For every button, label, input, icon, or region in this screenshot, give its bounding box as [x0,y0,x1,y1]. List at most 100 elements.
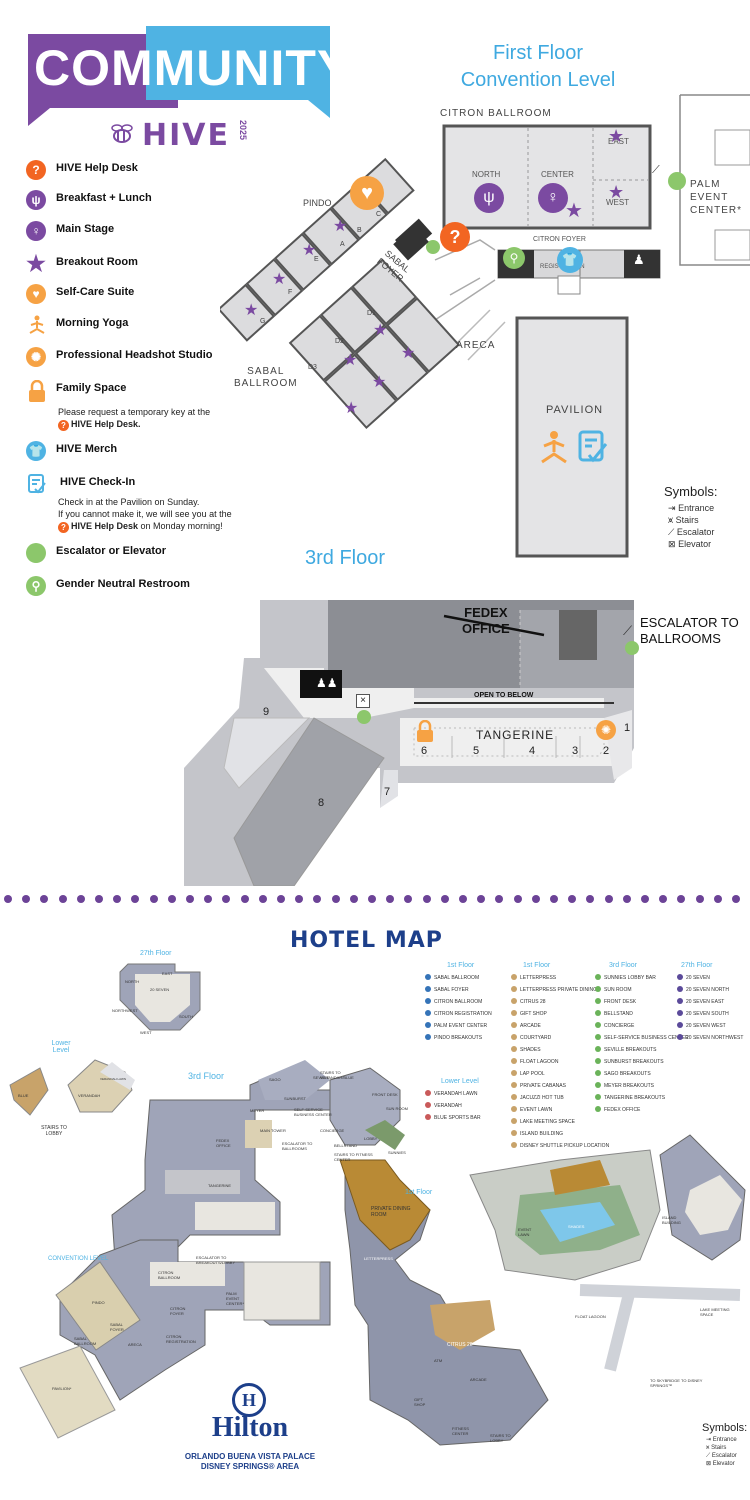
hive-year: 2025 [238,120,248,141]
directory-item-label: SAGO BREAKOUTS [604,1071,651,1077]
directory-dot-icon [425,1102,431,1108]
west-label: WEST [606,198,630,207]
divider-dot [695,895,704,903]
hilton-sub-1: ORLANDO BUENA VISTA PALACE [184,1452,316,1461]
directory-item-label: EVENT LAWN [520,1107,553,1113]
star-icon: ★ [373,322,388,339]
hm-concierge: CONCIERGE [320,1128,345,1133]
directory-item: CITRUS 28 [511,998,546,1005]
divider-dot [167,895,176,903]
hm-shades: SHADES [568,1224,585,1229]
banner-tail-left [28,108,50,126]
directory-item-label: FEDEX OFFICE [604,1107,641,1113]
entrance-icon: ⇥ [706,1437,712,1443]
room-4-label: 4 [529,745,536,757]
hotel-symbol-escalator: ⟋ Escalator [706,1452,737,1460]
divider-dot [622,895,631,903]
star-icon: ★ [244,302,259,319]
directory-dot-icon [511,1070,517,1076]
legend-label: Escalator or Elevator [56,545,167,557]
microphone-icon: ♀ [26,221,46,241]
stairs-icon: ⩙ [706,1445,710,1451]
hm-fedex: FEDEX OFFICE [216,1138,231,1148]
hm-sago: SAGO [269,1077,281,1082]
room-7-label: 7 [384,786,391,798]
sabal-ballroom-label: SABAL BALLROOM [234,366,298,390]
directory-item: BLUE SPORTS BAR [425,1114,481,1121]
divider-dot [568,895,577,903]
directory-item: LETTERPRESS [511,974,556,981]
legend-label: Self-Care Suite [56,286,135,298]
star-icon: ★ [372,374,387,391]
fedex-office-label: FEDEX OFFICE [462,605,510,637]
directory-dot-icon [511,1130,517,1136]
symbol-stairs-label: Stairs [675,515,699,525]
legend-label: Family Space [56,382,127,394]
tangerine-label: TANGERINE [476,728,555,742]
directory-item-label: CITRUS 28 [520,999,546,1005]
center-label: CENTER [541,170,574,179]
hm-verandah: VERANDAH [78,1093,101,1098]
room-c-label: C [376,211,382,218]
hilton-wordmark: Hilton [211,1412,289,1443]
directory-item: 20 SEVEN EAST [677,998,724,1005]
divider-dot [295,895,304,903]
room-b-label: B [357,227,362,234]
directory-item: PRIVATE CABANAS [511,1082,566,1089]
dir-col1b-head: Lower Level [441,1078,479,1085]
symbol-elevator-label: Elevator [678,539,712,549]
green-dot-icon [26,543,46,563]
divider-dot [4,895,12,903]
family-note-2: ?HIVE Help Desk. [58,418,141,431]
directory-item-label: 20 SEVEN SOUTH [686,1011,729,1017]
directory-dot-icon [425,998,431,1004]
directory-item: 20 SEVEN [677,974,710,981]
divider-dot [422,895,431,903]
room-8-label: 8 [318,797,325,809]
directory-dot-icon [425,986,431,992]
directory-item-label: BELLSTAND [604,1011,633,1017]
directory-item: SELF-SERVICE BUSINESS CENTER [595,1034,689,1041]
directory-item-label: 20 SEVEN EAST [686,999,725,1005]
directory-dot-icon [595,1106,601,1112]
hotel-directory: 1st Floor 1st Floor 3rd Floor 27th Floor… [425,962,750,1182]
hm-citron-registration: CITRON REGISTRATION [166,1334,196,1344]
camera-shutter-icon: ✺ [26,347,46,367]
help-icon: ? [58,522,69,533]
directory-item-label: DISNEY SHUTTLE PICKUP LOCATION [520,1143,610,1149]
divider-dot [713,895,722,903]
fedex-line-2: OFFICE [462,621,510,636]
star-icon: ★ [343,352,358,369]
hm-south: SOUTH [179,1014,193,1019]
hotel-sym-escalator-label: Escalator [711,1453,737,1459]
first-floor-title: First Floor Convention Level [440,40,636,94]
legend-label: Breakfast + Lunch [56,192,152,204]
fork-knife-icon: ψ [474,183,504,213]
directory-dot-icon [595,998,601,1004]
hm-float-lagoon: FLOAT LAGOON [575,1314,606,1319]
divider-dot [204,895,213,903]
directory-dot-icon [511,998,517,1004]
location-pin-icon: ⚲ [26,576,46,596]
star-icon: ★ [272,271,287,288]
directory-item: LAKE MEETING SPACE [511,1118,575,1125]
divider-dot [313,895,322,903]
divider-dot [277,895,285,903]
dir-col3-head: 3rd Floor [609,962,638,969]
directory-item: PALM EVENT CENTER [425,1022,487,1029]
directory-item: VERANDAH [425,1102,462,1109]
directory-item-label: GIFT SHOP [520,1011,547,1017]
tshirt-icon: 👕 [557,247,583,273]
hm-north: NORTH [125,979,140,984]
help-icon: ? [440,222,470,252]
directory-item: ARCADE [511,1022,541,1029]
legend-label: HIVE Help Desk [56,162,138,174]
checkin-note-3-bold: HIVE Help Desk [71,521,139,531]
help-icon: ? [58,420,69,431]
directory-dot-icon [511,1058,517,1064]
checkin-note-1: Check in at the Pavilion on Sunday. [58,497,200,507]
divider-dot [604,895,613,903]
citron-foyer-label: CITRON FOYER [533,236,586,243]
divider-dot [440,895,449,903]
banner-word: COMMUNITY [34,40,352,96]
